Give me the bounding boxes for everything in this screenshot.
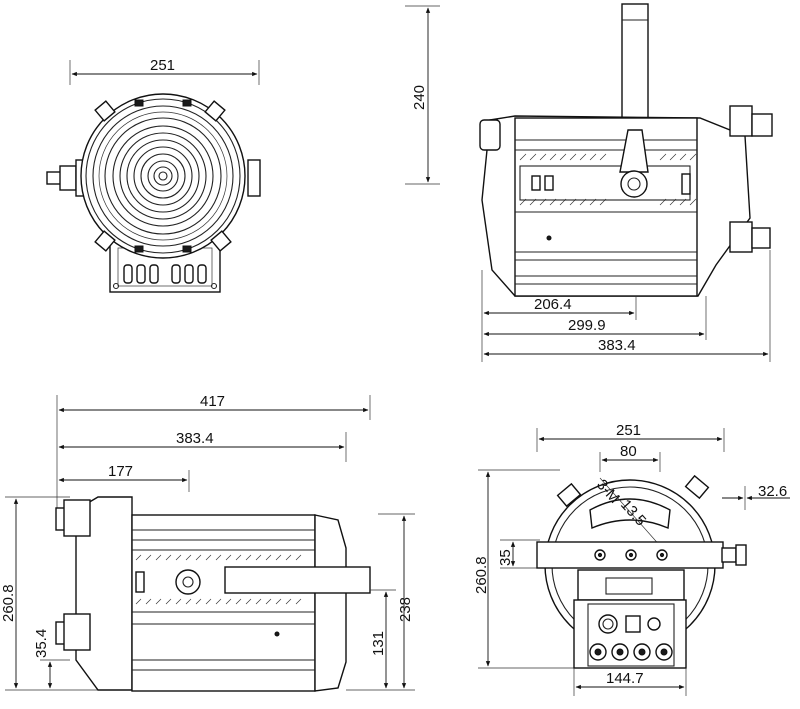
rear-view: 251 80 32.6 260.8 35 3-M 13.5: [473, 422, 790, 696]
front-width-dimension: 251: [69, 57, 260, 85]
side-top-len3-label: 383.4: [598, 337, 636, 354]
side-top-height-label: 240: [411, 85, 428, 110]
side-bottom-right-height-dimensions: 238 131: [346, 513, 415, 691]
side-bottom-length-dimensions: 417 383.4 177: [56, 393, 371, 520]
side-bottom-low-right-label: 131: [370, 631, 387, 656]
rear-small-label: 35: [497, 549, 514, 566]
side-bottom-len3-label: 177: [108, 463, 133, 480]
side-view-top: 240: [405, 3, 773, 362]
rear-height-dimensions: 260.8 35: [473, 469, 580, 669]
fresnel-lens: [98, 111, 228, 241]
rear-height-label: 260.8: [473, 556, 490, 594]
side-bottom-len2-label: 383.4: [176, 430, 214, 447]
side-bottom-len1-label: 417: [200, 393, 225, 410]
rear-width-label: 251: [616, 422, 641, 439]
rear-inner-width-label: 80: [620, 443, 637, 460]
rear-offset-label: 32.6: [758, 483, 787, 500]
rear-offset-dimension: 32.6: [722, 483, 790, 510]
side-bottom-low-left-label: 35.4: [33, 629, 50, 658]
side-bottom-height-right-label: 238: [397, 597, 414, 622]
rear-base-width-dimension: 144.7: [573, 668, 687, 696]
side-bottom-left-height-dimensions: 260.8 35.4: [0, 496, 110, 691]
rear-base-width-label: 144.7: [606, 670, 644, 687]
side-top-height-dimension: 240: [405, 5, 440, 185]
side-top-length-dimensions: 206.4 299.9 383.4: [481, 250, 771, 362]
side-bottom-height-left-label: 260.8: [0, 584, 17, 622]
side-top-len1-label: 206.4: [534, 296, 572, 313]
rear-width-dimensions: 251 80: [536, 422, 725, 472]
front-ring-clips: [94, 99, 232, 253]
front-view: 251: [46, 57, 261, 293]
side-view-bottom: 417 383.4 177 260.8 35.4: [0, 393, 415, 692]
side-top-len2-label: 299.9: [568, 317, 606, 334]
front-width-label: 251: [150, 57, 175, 74]
